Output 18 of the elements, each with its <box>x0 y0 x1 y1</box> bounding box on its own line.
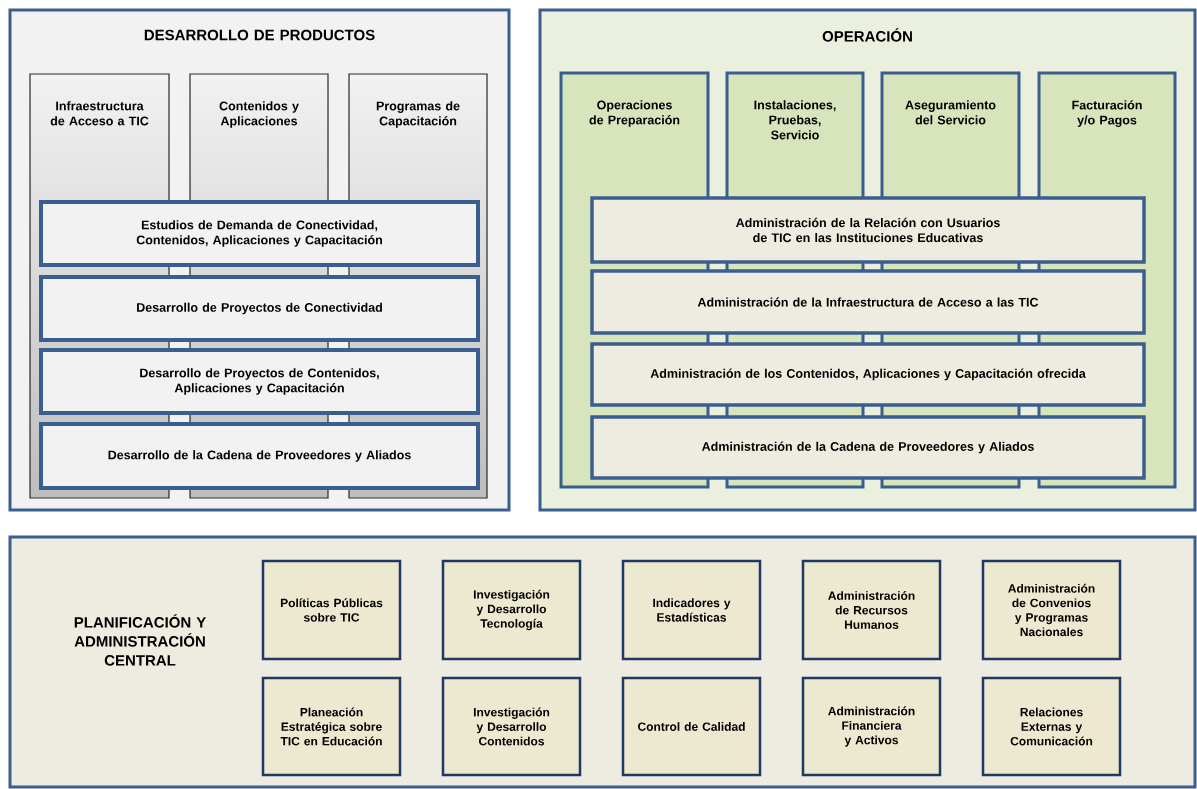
function-box: Planeación Estratégica sobre TIC en Educación <box>261 676 402 777</box>
process-box: Desarrollo de Proyectos de Conectividad <box>39 275 480 342</box>
function-box: Control de Calidad <box>621 676 762 777</box>
process-box: Administración de la Cadena de Proveedores y Aliados <box>590 415 1146 480</box>
process-box: Administración de los Contenidos, Aplicaciones y Capacitación ofrecida <box>590 342 1146 407</box>
process-box: Desarrollo de la Cadena de Proveedores y Aliados <box>39 422 480 490</box>
function-box: Indicadores y Estadísticas <box>621 559 762 661</box>
function-box: Políticas Públicas sobre TIC <box>261 559 402 661</box>
function-box: Administración Financiera y Activos <box>801 676 942 777</box>
process-box: Administración de la Relación con Usuarios de TIC en las Instituciones Educativas <box>590 196 1146 264</box>
function-box: Investigación y Desarrollo Tecnología <box>441 559 582 661</box>
function-box: Administración de Recursos Humanos <box>801 559 942 661</box>
function-box: Investigación y Desarrollo Contenidos <box>441 676 582 777</box>
function-box: Administración de Convenios y Programas Nacionales <box>981 559 1122 661</box>
function-box: Relaciones Externas y Comunicación <box>981 676 1122 777</box>
process-box: Administración de la Infraestructura de Acceso a las TIC <box>590 269 1146 335</box>
process-box: Estudios de Demanda de Conectividad, Contenidos, Aplicaciones y Capacitación <box>39 200 480 267</box>
process-box: Desarrollo de Proyectos de Contenidos, Aplicaciones y Capacitación <box>39 348 480 415</box>
